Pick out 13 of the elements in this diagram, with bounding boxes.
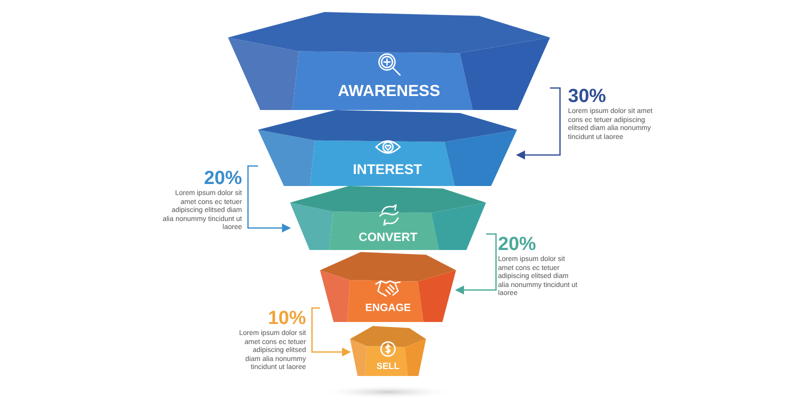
bracket-arrow	[455, 233, 497, 295]
percentage: 10%	[266, 308, 306, 330]
bracket-arrow	[516, 87, 561, 160]
percentage: 20%	[202, 168, 242, 190]
stage-label: ENGAGE	[364, 302, 412, 314]
bracket-arrow	[311, 307, 351, 357]
stage-label: AWARENESS	[336, 82, 442, 101]
percentage: 30%	[568, 86, 608, 108]
stage-label: CONVERT	[358, 230, 418, 244]
stage-label: INTEREST	[352, 160, 424, 177]
bracket-arrow	[247, 165, 291, 233]
stage-label: SELL	[375, 360, 400, 371]
percentage: 20%	[498, 234, 538, 256]
